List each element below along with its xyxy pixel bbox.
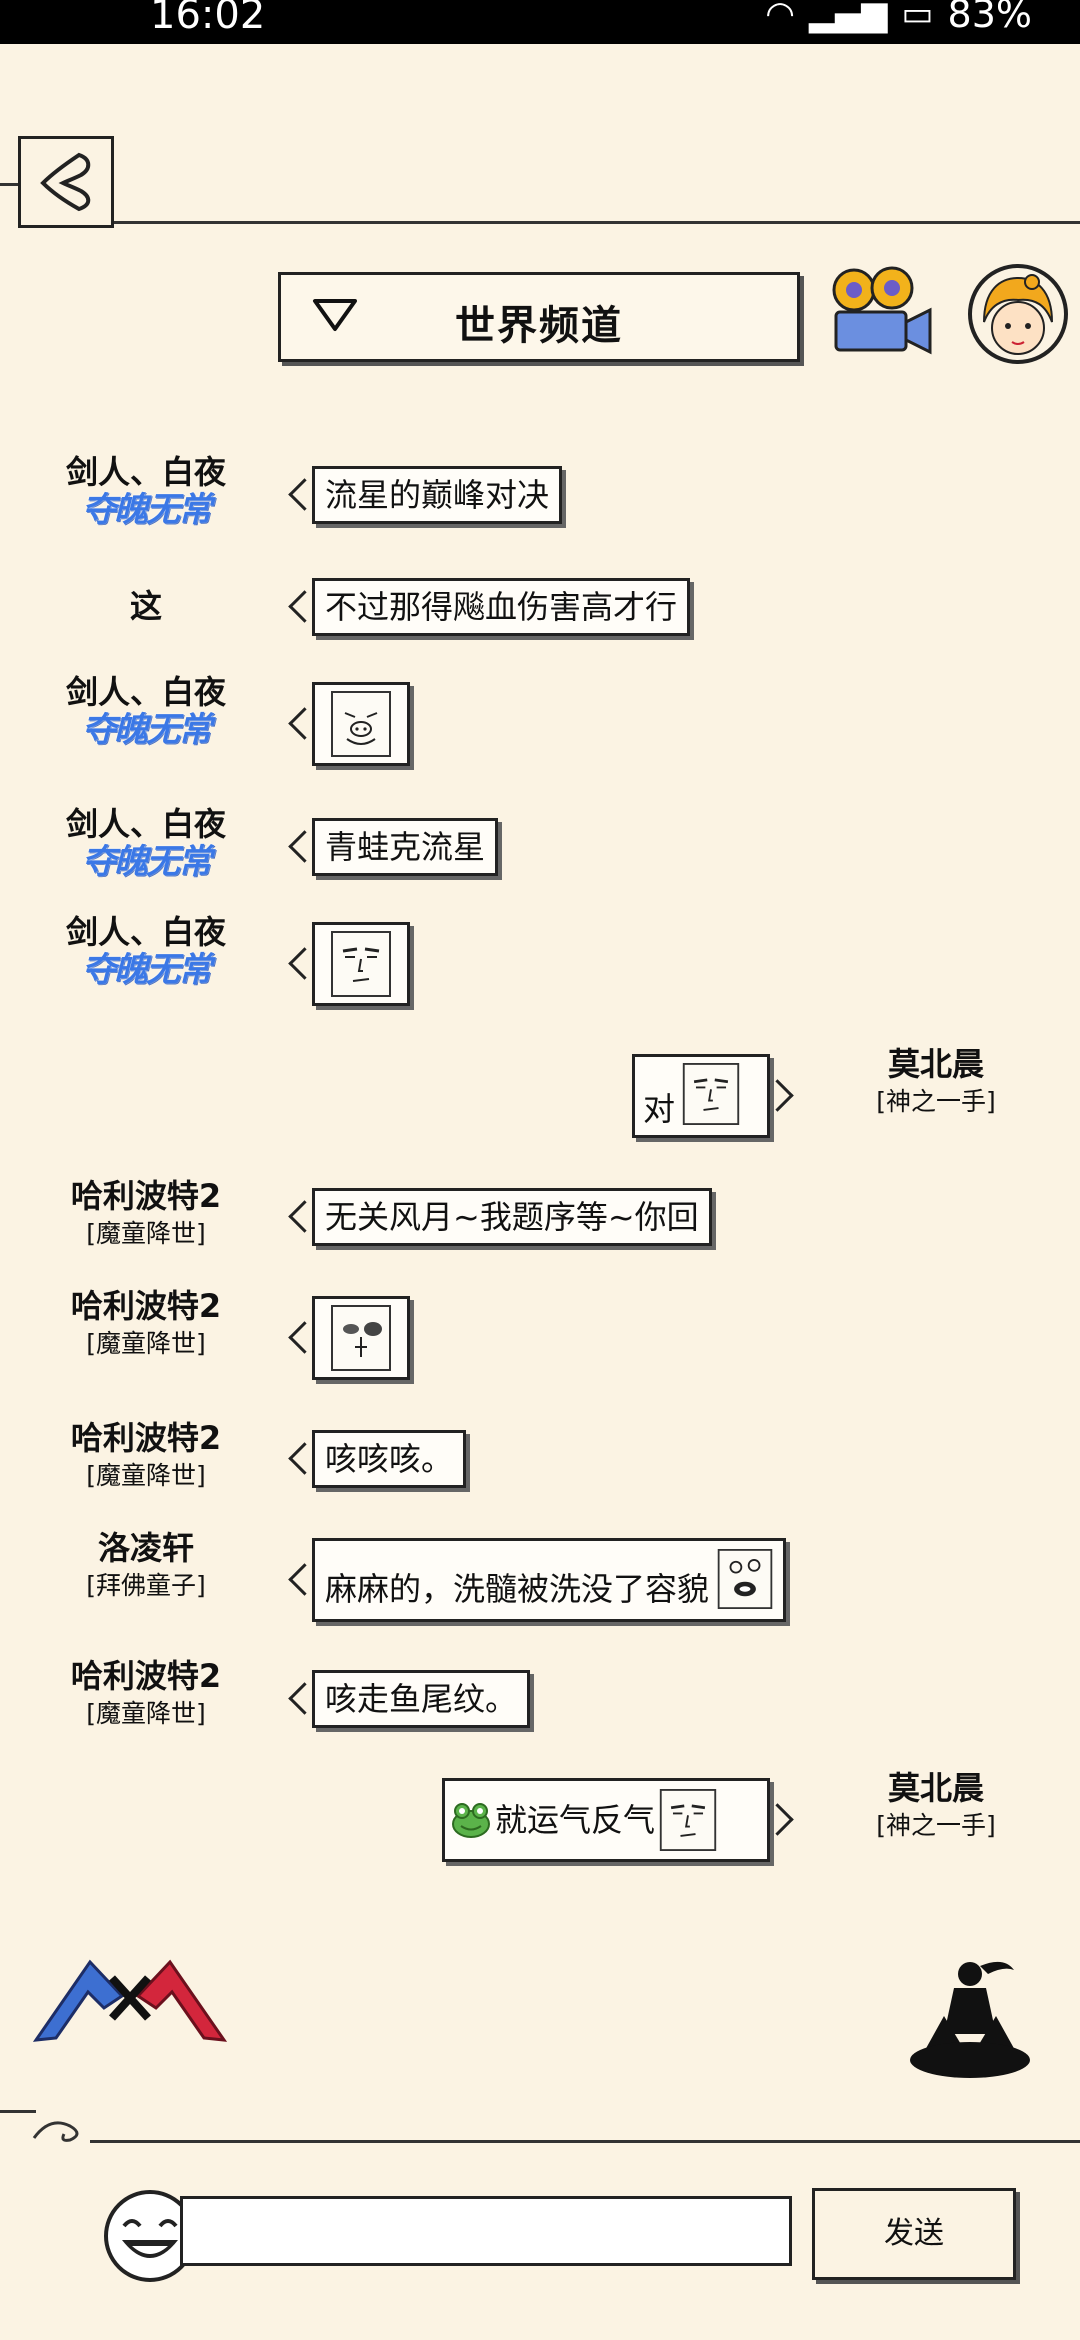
sender-badge: 夺魄无常: [82, 710, 212, 750]
pig-face-sticker-icon: [331, 691, 391, 757]
sender-badge: 夺魄无常: [82, 842, 212, 882]
bruised-face-sticker-icon: [331, 1305, 391, 1371]
message-text: 对: [643, 1090, 676, 1128]
triangle-down-icon: [313, 299, 357, 331]
meditating-figure-icon: [910, 1961, 1030, 2078]
channel-title: 世界频道: [455, 303, 623, 349]
send-button[interactable]: 发送: [812, 2188, 1016, 2280]
message-text: 流星的巅峰对决: [325, 476, 550, 514]
message-text: 青蛙克流星: [325, 828, 486, 866]
battery-level: 83%: [947, 0, 1032, 36]
sender-title: [魔童降世]: [86, 1329, 206, 1358]
message-bubble[interactable]: 无关风月~我题序等~你回: [312, 1188, 712, 1246]
versus-emblem-icon: [32, 1959, 228, 2042]
message-text: 咳咳咳。: [325, 1440, 454, 1478]
sender-title: [拜佛童子]: [86, 1571, 206, 1600]
wifi-icon: ◠: [765, 0, 795, 34]
sender-name[interactable]: 剑人、白夜: [65, 673, 226, 711]
sender-badge: 夺魄无常: [82, 950, 212, 990]
message-text: 不过那得飚血伤害高才行: [325, 588, 678, 626]
message-text: 麻麻的，洗髓被洗没了容貌: [325, 1570, 710, 1608]
sender-title: [神之一手]: [876, 1087, 996, 1116]
sender-name[interactable]: 剑人、白夜: [65, 453, 226, 491]
message-input[interactable]: [180, 2196, 792, 2266]
message-text: 无关风月~我题序等~你回: [325, 1198, 699, 1236]
battery-icon: ▭: [901, 0, 934, 34]
back-arrow-icon: [40, 152, 91, 212]
sender-title: [神之一手]: [876, 1811, 996, 1840]
message-bubble[interactable]: 就运气反气: [442, 1778, 770, 1862]
status-bar: 16:02 ◠ ▂▄▆ ▭ 83%: [0, 0, 1080, 44]
sender-name[interactable]: 哈利波特2: [70, 1657, 222, 1695]
sender-name[interactable]: 洛凌轩: [97, 1529, 194, 1567]
sender-name[interactable]: 哈利波特2: [70, 1419, 222, 1457]
sender-title: [魔童降世]: [86, 1219, 206, 1248]
sender-name[interactable]: 哈利波特2: [70, 1287, 222, 1325]
smug-face-sticker-icon: [659, 1789, 717, 1851]
message-bubble[interactable]: [312, 922, 410, 1006]
message-text: 咳走鱼尾纹。: [325, 1680, 518, 1718]
avatar[interactable]: [966, 262, 1070, 366]
sender-name[interactable]: 剑人、白夜: [65, 913, 226, 951]
sender-name[interactable]: 莫北晨: [887, 1769, 984, 1807]
sender-name[interactable]: 这: [129, 587, 162, 625]
frog-emoji-icon: [452, 1803, 490, 1838]
sender-title: [魔童降世]: [86, 1699, 206, 1728]
sender-title: [魔童降世]: [86, 1461, 206, 1490]
message-bubble[interactable]: 咳走鱼尾纹。: [312, 1670, 531, 1728]
message-bubble[interactable]: [312, 682, 410, 766]
sender-name[interactable]: 哈利波特2: [70, 1177, 222, 1215]
message-bubble[interactable]: [312, 1296, 410, 1380]
smug-face-sticker-icon: [682, 1063, 740, 1125]
signal-icon: ▂▄▆: [808, 0, 888, 34]
swirl-icon: [32, 2121, 79, 2142]
message-text: 就运气反气: [495, 1801, 656, 1839]
composer-divider-right: [90, 2140, 1080, 2143]
message-bubble[interactable]: 青蛙克流星: [312, 818, 499, 876]
dizzy-face-sticker-icon: [717, 1549, 773, 1609]
status-time: 16:02: [150, 0, 266, 38]
sender-name[interactable]: 剑人、白夜: [65, 805, 226, 843]
video-camera-icon[interactable]: [826, 266, 936, 362]
message-bubble[interactable]: 对: [632, 1054, 770, 1138]
message-bubble[interactable]: 麻麻的，洗髓被洗没了容貌: [312, 1538, 787, 1622]
header-divider-right: [114, 221, 1080, 224]
message-bubble[interactable]: 流星的巅峰对决: [312, 466, 563, 524]
smug-face-sticker-icon: [331, 931, 391, 997]
composer-divider: [0, 2110, 36, 2113]
channel-selector[interactable]: 世界频道: [278, 272, 800, 362]
back-button[interactable]: [18, 136, 114, 228]
laughing-emoji-icon[interactable]: [102, 2188, 198, 2284]
message-bubble[interactable]: 不过那得飚血伤害高才行: [312, 578, 691, 636]
message-bubble[interactable]: 咳咳咳。: [312, 1430, 467, 1488]
sender-badge: 夺魄无常: [82, 490, 212, 530]
header-divider: [0, 183, 18, 186]
sender-name[interactable]: 莫北晨: [887, 1045, 984, 1083]
